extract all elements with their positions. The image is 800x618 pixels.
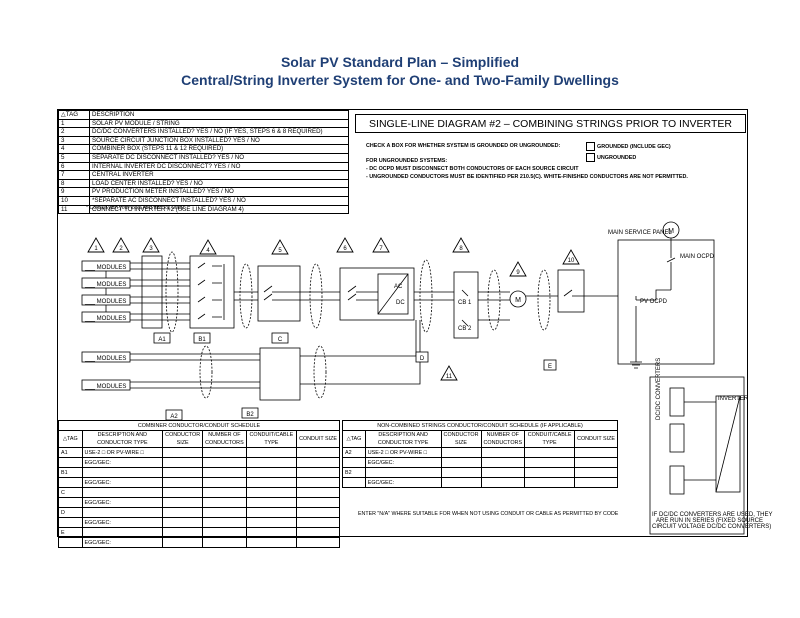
tag-1: 1 [94, 246, 98, 252]
cb2-label: CB 2 [458, 326, 472, 332]
ungrounded-rule-1: - DC OCPD MUST DISCONNECT BOTH CONDUCTOR… [366, 166, 579, 172]
junction-box [141, 255, 163, 329]
table-row: D [58, 507, 340, 518]
main-service-panel [617, 239, 715, 365]
ac-label: AC [394, 284, 403, 290]
production-meter-label: M [515, 297, 521, 304]
dcdc-label: DC/DC CONVERTERS [656, 358, 662, 420]
inverter-detail [715, 395, 741, 493]
dcdc-note-3: CIRCUIT VOLTAGE DC/DC CONVERTERS) [652, 524, 771, 530]
inverter-enclosure [339, 267, 415, 321]
main-ocpd-label: MAIN OCPD [680, 254, 715, 260]
check-instruction: CHECK A BOX FOR WHETHER SYSTEM IS GROUND… [366, 143, 561, 149]
dcdc-note-1: IF DC/DC CONVERTERS ARE USED, THEY [652, 512, 772, 518]
tag-5: 5 [278, 248, 282, 254]
ungrounded-heading: FOR UNGROUNDED SYSTEMS: [366, 158, 448, 164]
tag-header: △TAG [58, 430, 83, 448]
ungrounded-rule-2: - UNGROUNDED CONDUCTORS MUST BE IDENTIFI… [366, 174, 688, 180]
table-row: E [58, 527, 340, 538]
ungrounded-option[interactable]: UNGROUNDED [586, 153, 636, 162]
utility-meter-label: M [668, 228, 674, 235]
inverter-box [377, 273, 409, 315]
module-box [81, 379, 131, 391]
tag-4: 4 [206, 248, 210, 254]
ungrounded-checkbox[interactable] [586, 153, 595, 162]
combiner-schedule: COMBINER CONDUCTOR/CONDUIT SCHEDULE △TAG… [58, 420, 340, 548]
inverter-label: INVERTER [718, 396, 749, 402]
module-box [81, 351, 131, 363]
tag-triangle-icon: △ [61, 111, 66, 119]
ahj-footnote: * Consult with your local AHJ and /or Ut… [86, 205, 185, 211]
conduit-label-c: C [278, 337, 283, 343]
module-label: ___ MODULES [84, 356, 126, 362]
table-row: B2 [342, 467, 618, 478]
conduit-label-b1: B1 [198, 337, 206, 343]
tag-8: 8 [459, 246, 463, 252]
pv-ocpd-label: PV OCPD [640, 299, 668, 305]
tag-7: 7 [379, 246, 383, 252]
combiner-schedule-title: COMBINER CONDUCTOR/CONDUIT SCHEDULE [58, 420, 340, 431]
grounded-checkbox[interactable] [586, 142, 595, 151]
tag-11: 11 [446, 374, 453, 380]
conduit-label-a1: A1 [158, 337, 166, 343]
dcdc-detail-box [649, 376, 745, 535]
tag-2: 2 [119, 246, 123, 252]
dcdc-note-2: ARE RUN IN SERIES (FIXED SOURCE [656, 518, 763, 524]
table-row: C [58, 487, 340, 498]
ac-disconnect-box [557, 269, 585, 313]
tag-triangle-icon: △ [62, 436, 67, 442]
conduit-label-a2: A2 [170, 414, 178, 420]
dc-label: DC [396, 300, 405, 306]
table-row: EGC/GEC: [58, 537, 340, 548]
tag-10: 10 [568, 258, 575, 264]
dc-disconnect-box [257, 265, 301, 322]
cb1-label: CB 1 [458, 300, 472, 306]
tag-9: 9 [516, 270, 520, 276]
drawing-frame [57, 109, 748, 537]
main-service-panel-label: MAIN SERVICE PANEL [608, 230, 672, 236]
tag-header: △TAG [342, 430, 366, 448]
plan-subtitle: Central/String Inverter System for One- … [181, 72, 619, 88]
noncombined-schedule: NON-COMBINED STRINGS CONDUCTOR/CONDUIT S… [342, 420, 618, 488]
module-label: ___ MODULES [84, 316, 126, 322]
noncombined-schedule-title: NON-COMBINED STRINGS CONDUCTOR/CONDUIT S… [342, 420, 618, 431]
dcdc-converter [669, 423, 685, 453]
conduit-label-e: E [548, 364, 552, 370]
conduit-label-d: D [420, 356, 425, 362]
module-label: ___ MODULES [84, 299, 126, 305]
plan-title: Solar PV Standard Plan – Simplified [280, 54, 520, 70]
table-row: EGC/GEC: [58, 497, 340, 508]
module-label: ___ MODULES [84, 384, 126, 390]
grounded-option[interactable]: GROUNDED (INCLUDE GEC) [586, 142, 671, 151]
table-row: EGC/GEC: [342, 477, 618, 488]
tag-3: 3 [149, 246, 153, 252]
single-line-title: SINGLE-LINE DIAGRAM #2 – COMBINING STRIN… [355, 114, 746, 133]
production-meter [509, 290, 527, 308]
table-row: EGC/GEC: [58, 517, 340, 528]
dcdc-converter [669, 465, 685, 495]
tag-triangle-icon: △ [346, 436, 351, 442]
module-label: ___ MODULES [84, 265, 126, 271]
module-label: ___ MODULES [84, 282, 126, 288]
tag-6: 6 [343, 246, 347, 252]
dc-disconnect-box-2 [259, 347, 301, 401]
dcdc-converter [669, 387, 685, 417]
table-row: EGC/GEC: [58, 457, 340, 468]
conduit-label-b2: B2 [246, 412, 254, 418]
table-row: EGC/GEC: [58, 477, 340, 488]
table-row: B1 [58, 467, 340, 478]
table-row: EGC/GEC: [342, 457, 618, 468]
load-center [453, 271, 479, 339]
na-instruction: ENTER "N/A" WHERE SUITABLE FOR WHEN NOT … [358, 511, 619, 517]
